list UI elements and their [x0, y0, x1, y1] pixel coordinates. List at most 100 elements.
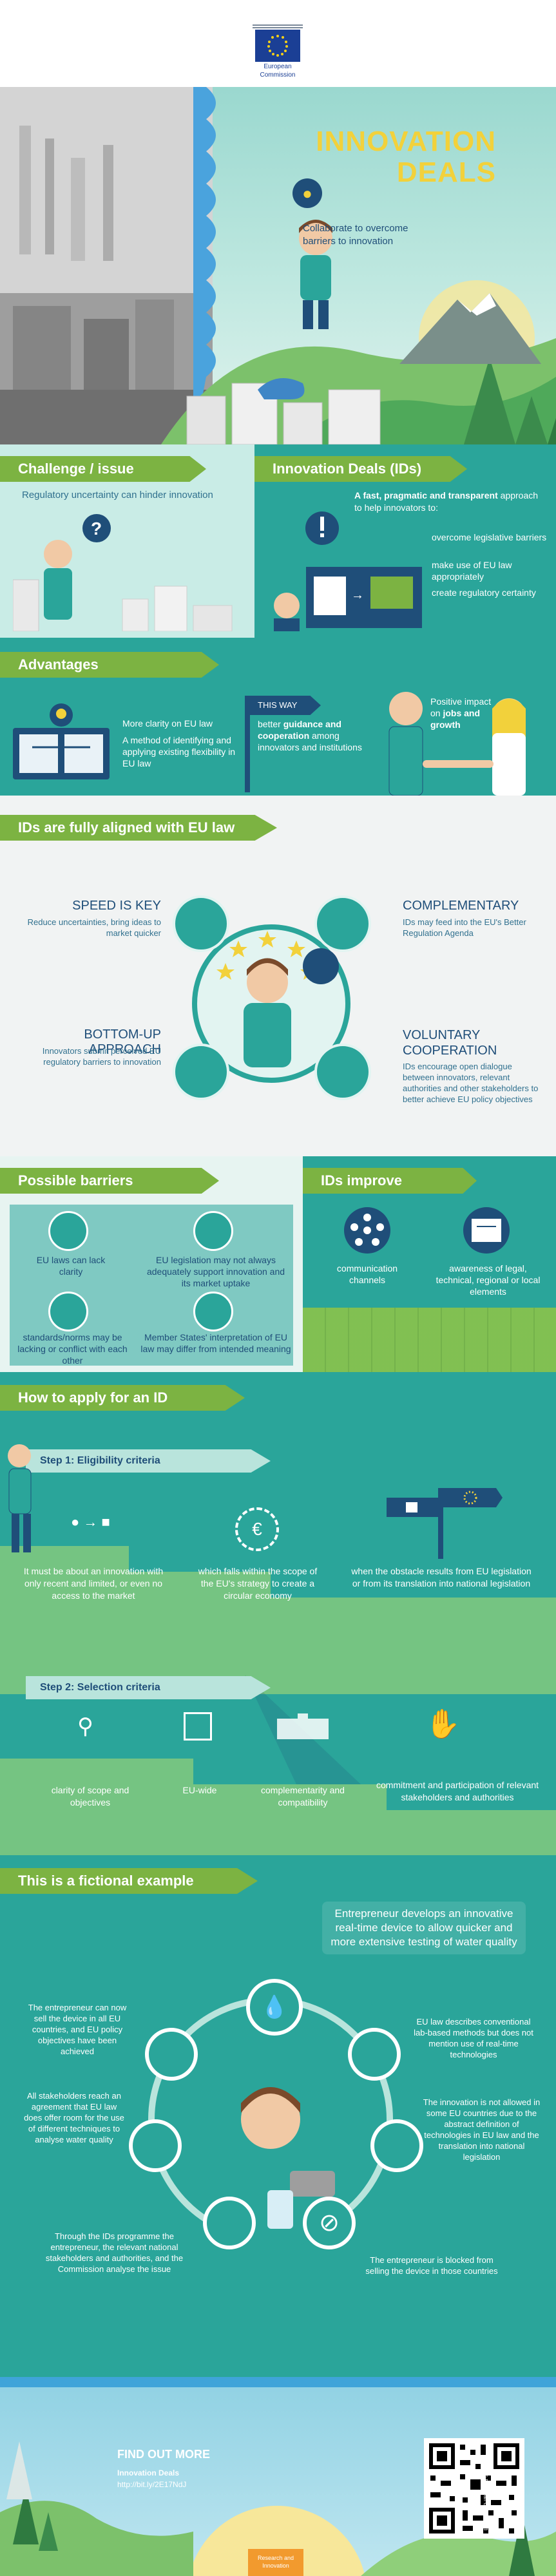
- complementary-title: COMPLEMENTARY: [403, 899, 519, 913]
- apply-section: How to apply for an ID Step 1: Eligibili…: [0, 1372, 556, 1855]
- challenge-heading: Challenge / issue: [0, 456, 206, 482]
- scales-book-icon: [13, 703, 110, 779]
- aligned-heading: IDs are fully aligned with EU law: [0, 815, 277, 841]
- eu-flag-icon: [253, 24, 303, 62]
- advantage-middle: better guidance and cooperation among in…: [258, 718, 367, 753]
- ids-item-2: make use of EU law appropriately: [432, 560, 512, 582]
- improve-heading: IDs improve: [303, 1168, 477, 1194]
- advantage-middle-bold: guidance and cooperation: [258, 719, 341, 741]
- legal-scales-icon: [463, 1207, 510, 1254]
- svg-text:→: →: [351, 588, 364, 602]
- find-out-more: FIND OUT MORE: [117, 2448, 210, 2461]
- innovator-figure: [299, 220, 332, 329]
- gavel-icon: [48, 1211, 88, 1251]
- step1-banner: Step 1: Eligibility criteria: [26, 1449, 271, 1473]
- industrial-background: [0, 87, 213, 444]
- advantage-left-text: A method of identifying and applying exi…: [122, 735, 236, 768]
- presenter-illustration: →: [274, 511, 422, 631]
- research-innovation-tag: Research and Innovation: [248, 2549, 303, 2576]
- tag-line-2: Innovation: [262, 2562, 289, 2569]
- barriers-heading: Possible barriers: [0, 1168, 219, 1194]
- hero-title-1: INNOVATION: [316, 126, 496, 157]
- tag-line-1: Research and: [257, 2555, 294, 2561]
- gauge-icon: [173, 895, 229, 952]
- mountain-shape: [399, 293, 541, 364]
- hero-subtitle: Collaborate to overcome barriers to inno…: [303, 223, 408, 247]
- barriers-section: Possible barriers EU laws can lack clari…: [0, 1156, 303, 1372]
- example-section: This is a fictional example Entrepreneur…: [0, 1855, 556, 2377]
- speed-text: Reduce uncertainties, bring ideas to mar…: [27, 917, 161, 938]
- hero: ● INNOVATION DEALS Collaborate to overco…: [0, 87, 556, 444]
- logo-text-2: Commission: [260, 72, 296, 79]
- advantage-middle-pre: better: [258, 719, 283, 729]
- improve-section: IDs improve communication channels aware…: [303, 1156, 556, 1372]
- magnifier-icon: ⚲: [77, 1714, 93, 1739]
- example-left-2: All stakeholders reach an agreement that…: [24, 2091, 124, 2144]
- microscope-icon: [348, 2028, 401, 2081]
- advantages-heading: Advantages: [0, 652, 219, 678]
- step2-banner: Step 2: Selection criteria: [26, 1676, 271, 1699]
- footer-landscape-right: [361, 2512, 556, 2576]
- challenge-section: Challenge / issue Regulatory uncertainty…: [0, 444, 254, 638]
- stairs-icon: [173, 1044, 229, 1100]
- ids-item-1: overcome legislative barriers: [432, 532, 547, 542]
- voluntary-text: IDs encourage open dialogue between inno…: [403, 1062, 539, 1104]
- complementary-text: IDs may feed into the EU's Better Regula…: [403, 917, 526, 938]
- voluntary-title: VOLUNTARY COOPERATION: [403, 1028, 497, 1058]
- zipper-divider: [193, 87, 216, 444]
- hero-title-2: DEALS: [396, 157, 496, 188]
- header: European Commission: [0, 0, 556, 87]
- footer-link-url[interactable]: http://bit.ly/2E17NdJ: [117, 2480, 187, 2489]
- handshake-illustration: [388, 692, 526, 796]
- speed-title: SPEED IS KEY: [72, 899, 161, 913]
- globe-icon: [184, 1712, 212, 1741]
- challenge-text: Regulatory uncertainty can hinder innova…: [22, 490, 213, 501]
- speech-icon: [314, 1044, 371, 1100]
- brick-wall: [303, 1308, 556, 1372]
- document-icon: [129, 2119, 182, 2172]
- qr-code[interactable]: [424, 2438, 524, 2539]
- barrier-1: EU laws can lack clarity: [36, 1255, 106, 1277]
- copyright-text: © European Union, 2018: [483, 2474, 488, 2531]
- gears-icon: [193, 1292, 233, 1331]
- step1-item-2: which falls within the scope of the EU's…: [198, 1566, 318, 1601]
- ids-section: Innovation Deals (IDs) A fast, pragmatic…: [254, 444, 556, 638]
- center-figure: [216, 931, 318, 1067]
- step1-item-1: It must be about an innovation with only…: [23, 1566, 164, 1601]
- lightbulb-bubble-icon: [303, 948, 339, 984]
- lightbulb-icon: ●: [292, 178, 322, 208]
- step2-item-4: commitment and participation of relevant…: [376, 1780, 539, 1802]
- ids-heading: Innovation Deals (IDs): [254, 456, 467, 482]
- bottomup-title: BOTTOM-UP APPROACH: [84, 1027, 161, 1056]
- advantages-section: Advantages More clarity on EU law A meth…: [0, 638, 556, 796]
- aligned-section: IDs are fully aligned with EU law SPEED …: [0, 796, 556, 1156]
- footer-landscape-left: [0, 2441, 193, 2576]
- ids-item-3: create regulatory certainty: [432, 587, 536, 598]
- blocked-icon: ⊘: [303, 2197, 356, 2249]
- ids-intro-rest: approach to help innovators to:: [354, 490, 539, 513]
- qr-code-pattern: [429, 2443, 519, 2533]
- step1-item-3: when the obstacle results from EU legisl…: [351, 1566, 532, 1589]
- example-right-2: The innovation is not allowed in some EU…: [423, 2097, 541, 2162]
- cart-icon: [145, 2028, 198, 2081]
- runner-figure: [8, 1444, 32, 1552]
- eu-logo[interactable]: European Commission: [250, 24, 305, 85]
- improve-2: awareness of legal, technical, regional …: [436, 1263, 541, 1297]
- drop-icon: 💧: [246, 1979, 303, 2036]
- example-right-1: EU law describes conventional lab-based …: [414, 2017, 533, 2059]
- refresh-icon: [314, 895, 371, 952]
- this-way-sign: THIS WAY: [250, 696, 321, 715]
- product-icon: ● → ■: [71, 1514, 110, 1530]
- advantage-middle-post: among innovators and institutions: [258, 730, 362, 752]
- advantage-left-title: More clarity on EU law: [122, 718, 213, 729]
- barrier-2: EU legislation may not always adequately…: [146, 1255, 285, 1288]
- signpost-pole: [245, 696, 250, 792]
- paper-stacks: [186, 378, 381, 444]
- advantage-right-pre: Positive impact on: [430, 696, 492, 718]
- logo-text-1: European: [264, 63, 292, 70]
- example-left-1: The entrepreneur can now sell the device…: [28, 2003, 127, 2056]
- advantage-right-bold: jobs and growth: [430, 708, 481, 730]
- apply-heading: How to apply for an ID: [0, 1385, 245, 1411]
- step2-item-2: EU-wide: [182, 1785, 217, 1795]
- network-icon: [344, 1207, 390, 1254]
